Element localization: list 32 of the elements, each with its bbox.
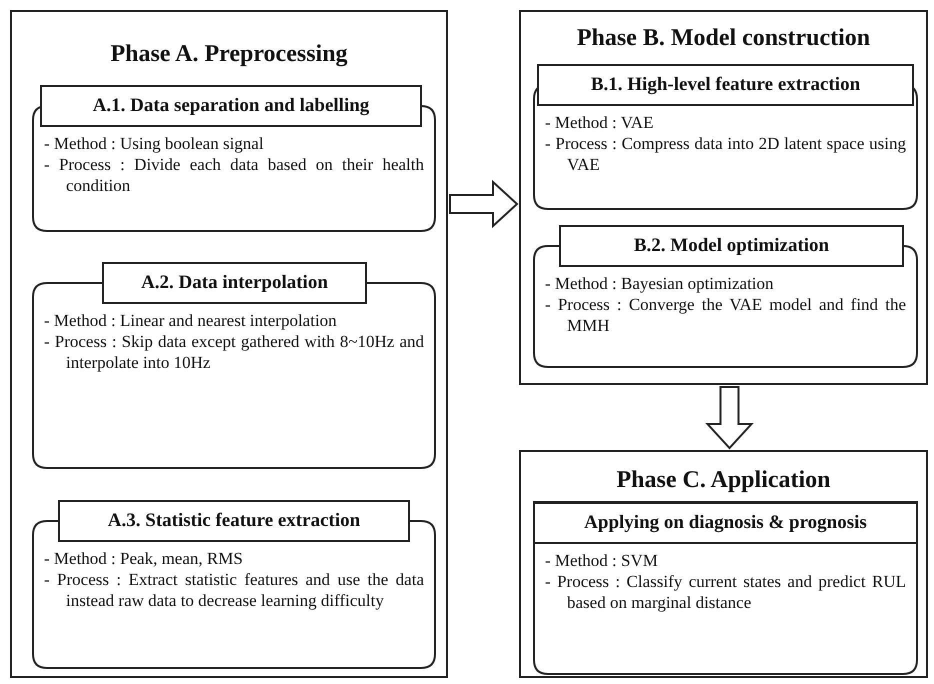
phase-title: Phase A. Preprocessing	[109, 40, 349, 69]
process-card	[32, 262, 436, 469]
bullet-item: - Process : Divide each data based on their health condition	[43, 154, 425, 196]
bullet-item: - Process : Compress data into 2D latent space using VAE	[544, 133, 907, 175]
section-heading: B.1. High-level feature extraction	[537, 64, 914, 106]
phase-panel	[519, 10, 928, 385]
bullet-item: - Method : Using boolean signal	[43, 133, 265, 154]
process-card	[533, 225, 918, 368]
bullet-item: - Method : SVM	[544, 550, 659, 571]
bullet-item: - Method : VAE	[544, 112, 654, 133]
bullet-item: - Process : Extract statistic features and use the data instead raw data to decrease learning difficulty	[43, 569, 425, 611]
block-arrow	[705, 386, 754, 450]
bullet-item: - Method : Linear and nearest interpolation	[43, 310, 338, 331]
phase-panel	[10, 10, 448, 678]
phase-title: Phase C. Application	[615, 466, 832, 495]
phase-title: Phase B. Model construction	[576, 24, 872, 53]
phase-panel	[519, 450, 928, 678]
section-heading: B.2. Model optimization	[559, 225, 904, 267]
section-heading: A.2. Data interpolation	[102, 262, 367, 304]
section-heading: Applying on diagnosis & prognosis	[533, 502, 918, 544]
bullet-item: - Method : Bayesian optimization	[544, 273, 775, 294]
block-arrow	[449, 180, 518, 228]
section-heading: A.3. Statistic feature extraction	[58, 500, 410, 542]
bullet-item: - Process : Skip data except gathered with 8~10Hz and interpolate into 10Hz	[43, 331, 425, 373]
process-card	[533, 64, 918, 210]
bullet-item: - Process : Converge the VAE model and find the MMH	[544, 294, 907, 336]
process-card	[32, 500, 436, 669]
process-card	[32, 85, 436, 232]
section-heading: A.1. Data separation and labelling	[40, 85, 422, 127]
bullet-item: - Method : Peak, mean, RMS	[43, 548, 244, 569]
bullet-item: - Process : Classify current states and predict RUL based on marginal distance	[544, 571, 907, 613]
process-card	[533, 502, 918, 675]
